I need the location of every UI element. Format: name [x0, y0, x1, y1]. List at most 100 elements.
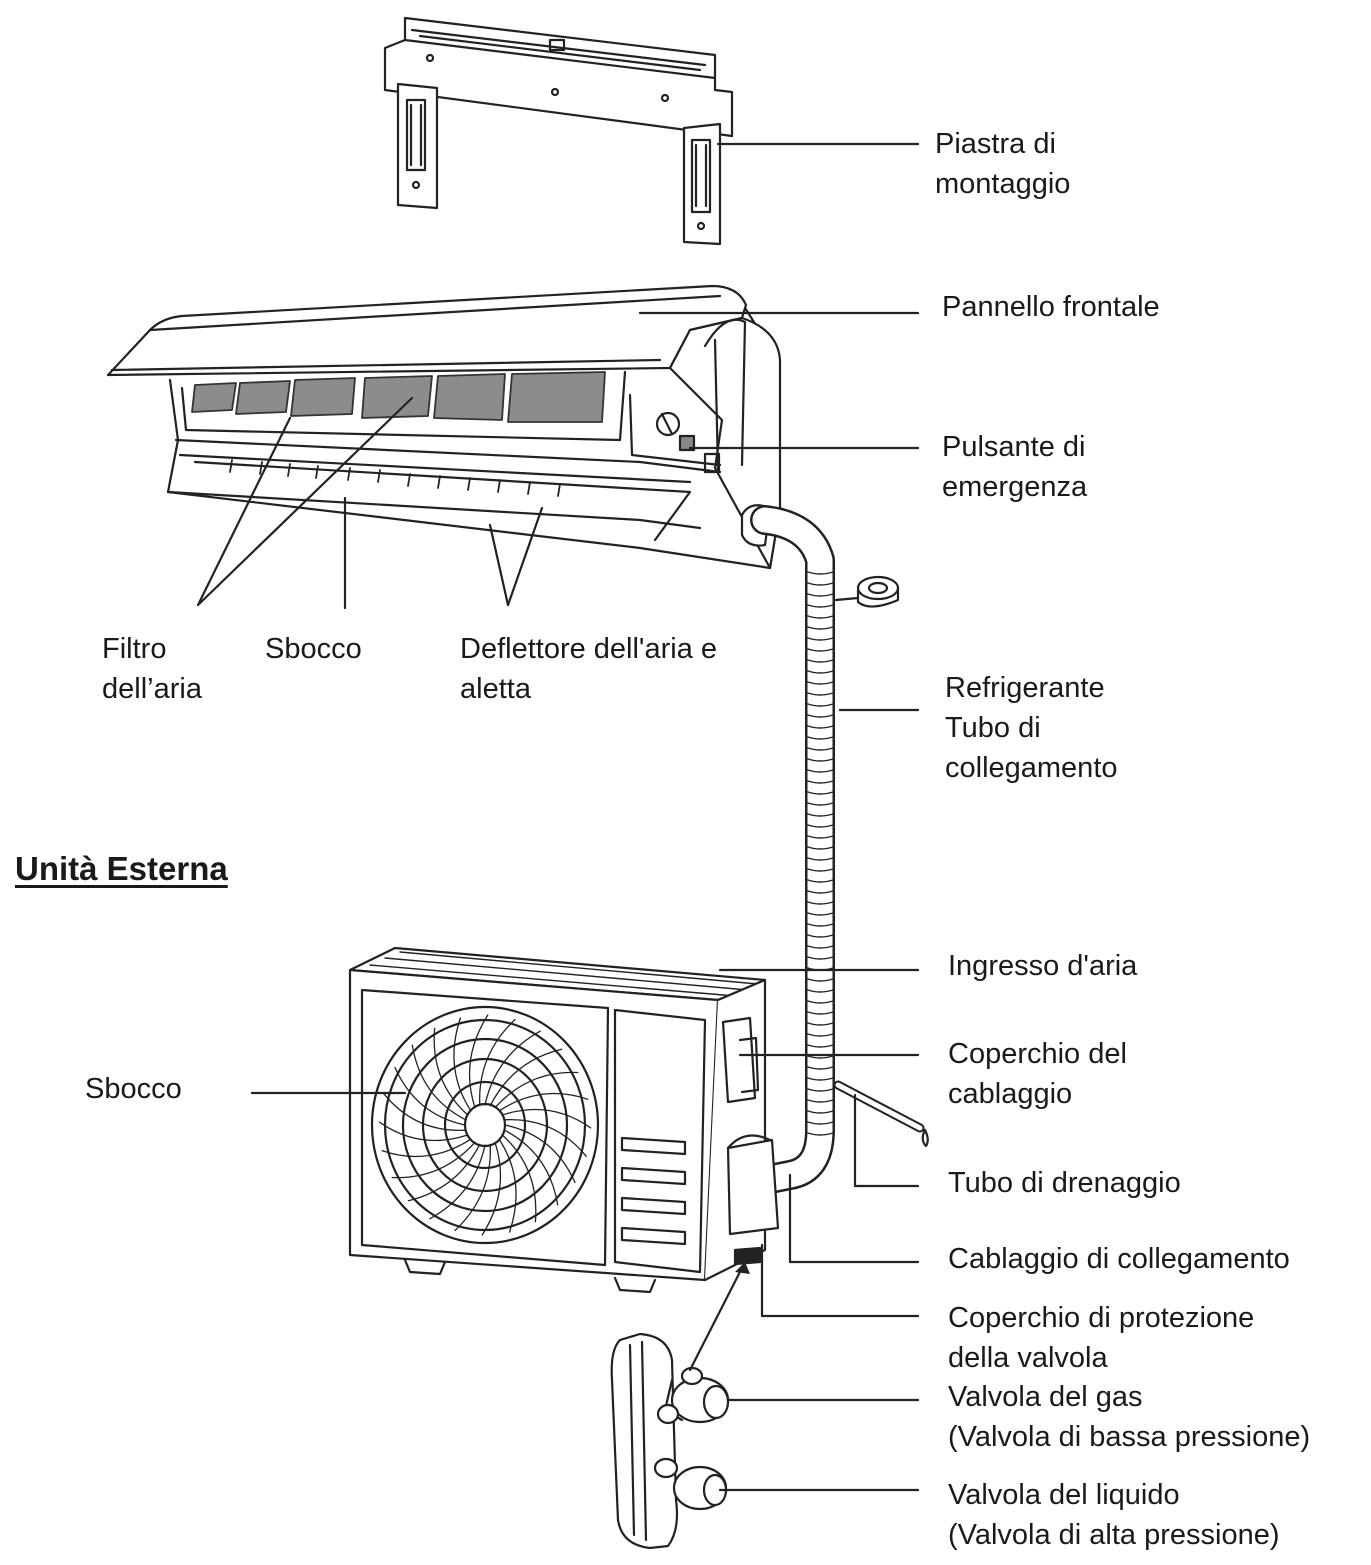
fan-guard-wire — [468, 1014, 489, 1109]
pipe-rib — [807, 1000, 834, 1004]
fan-guard-wire — [504, 1124, 576, 1184]
fan-guard-wire — [479, 1018, 516, 1107]
pipe-rib — [807, 571, 834, 575]
pipe-rib — [807, 637, 834, 641]
pipe-rib — [807, 604, 834, 608]
valve-arrowhead — [735, 1262, 750, 1274]
pipe-rib — [807, 659, 834, 663]
pipe-rib — [807, 681, 834, 685]
label-line: Deflettore dell'aria e — [460, 633, 718, 665]
label-line: Tubo di — [945, 712, 1041, 744]
pipe-rib — [807, 593, 834, 597]
label-line: Ingresso d'aria — [948, 950, 1138, 982]
fan-guard-wire — [484, 1030, 541, 1106]
fan-guard-wire — [453, 1017, 472, 1112]
pipe-rib — [807, 1033, 834, 1037]
fan-guard-wire — [407, 1143, 481, 1202]
label-line: Pulsante di — [942, 431, 1086, 463]
fan-guard-wire — [391, 1141, 476, 1179]
fan-guard-wire — [383, 1093, 467, 1131]
label-line: (Valvola di bassa pressione) — [948, 1421, 1311, 1453]
label-line: (Valvola di alta pressione) — [948, 1519, 1280, 1551]
pipe-rib — [807, 692, 834, 696]
label-line: Coperchio di protezione — [948, 1302, 1255, 1334]
pipe-rib — [807, 1099, 834, 1103]
pipe-rib — [807, 626, 834, 630]
pipe-rib — [807, 978, 834, 982]
pipe-rib — [807, 846, 834, 850]
pipe-rib — [807, 912, 834, 916]
fan-guard-wire — [489, 1048, 563, 1107]
pipe-rib — [807, 780, 834, 784]
label-line: Refrigerante — [945, 672, 1105, 704]
valve-detail — [610, 1332, 730, 1550]
pipe-rib — [807, 615, 834, 619]
label-gas-valve: Valvola del gas (Valvola di bassa pressi… — [948, 1377, 1310, 1457]
pipe-rib — [807, 670, 834, 674]
label-liquid-valve: Valvola del liquido (Valvola di alta pre… — [948, 1475, 1280, 1555]
label-outlet-outdoor: Sbocco — [85, 1069, 182, 1109]
label-line: collegamento — [945, 752, 1118, 784]
label-line: Valvola del gas — [948, 1381, 1143, 1413]
label-line: Cablaggio di collegamento — [948, 1243, 1290, 1275]
pipe-rib — [807, 736, 834, 740]
label-air-filter: Filtro dell’aria — [102, 629, 202, 709]
fan-guard-wire — [494, 1071, 579, 1109]
label-line: emergenza — [942, 471, 1088, 503]
label-line: Coperchio del — [948, 1038, 1127, 1070]
label-air-inlet: Ingresso d'aria — [948, 946, 1137, 986]
fan-guard-wire — [501, 1108, 592, 1129]
mounting-plate — [383, 16, 734, 246]
label-line: dell’aria — [102, 673, 202, 705]
label-line: della valvola — [948, 1342, 1108, 1374]
pipe-rib — [807, 1022, 834, 1026]
pipe-rib — [807, 758, 834, 762]
pipe-rib — [807, 989, 834, 993]
fan-guard-wire — [481, 1141, 502, 1236]
label-line: Sbocco — [265, 633, 362, 665]
pipe-rib — [807, 769, 834, 773]
pipe-rib — [807, 813, 834, 817]
label-front-panel: Pannello frontale — [942, 287, 1160, 327]
fan-guard-wire — [394, 1066, 466, 1126]
fan-guard-wire — [498, 1138, 517, 1233]
pipe-rib — [807, 879, 834, 883]
label-outlet-indoor: Sbocco — [265, 629, 362, 669]
label-line: Pannello frontale — [942, 291, 1160, 323]
pipe-rib — [807, 747, 834, 751]
pipe-rib — [807, 1121, 834, 1125]
fan-guard-wire — [433, 1027, 469, 1116]
refrigerant-pipe — [750, 505, 900, 1195]
pipe-rib — [807, 923, 834, 927]
label-emergency-button: Pulsante di emergenza — [942, 427, 1087, 507]
fan-guard-wire — [411, 1044, 467, 1121]
section-heading: Unità Esterna — [15, 850, 228, 887]
label-drain-pipe: Tubo di drenaggio — [948, 1163, 1181, 1203]
fan-guard-wire — [429, 1144, 486, 1220]
label-wiring-cover: Coperchio del cablaggio — [948, 1034, 1127, 1114]
label-line: aletta — [460, 673, 531, 705]
fan-guard-wire — [454, 1143, 491, 1232]
label-refrigerant-pipe: Refrigerante Tubo di collegamento — [945, 668, 1118, 788]
pipe-rib — [807, 934, 834, 938]
pipe-rib — [807, 714, 834, 718]
pipe-rib — [807, 824, 834, 828]
label-line: Sbocco — [85, 1073, 182, 1105]
pipe-rib — [807, 1088, 834, 1092]
pipe-rib — [807, 901, 834, 905]
label-connection-wiring: Cablaggio di collegamento — [948, 1239, 1290, 1279]
pipe-rib — [807, 1110, 834, 1114]
pipe-rib — [807, 890, 834, 894]
label-line: Filtro — [102, 633, 167, 665]
pipe-rib — [807, 582, 834, 586]
pipe-rib — [807, 1011, 834, 1015]
label-line: Valvola del liquido — [948, 1479, 1180, 1511]
pipe-rib — [807, 1132, 834, 1136]
pipe-rib — [807, 1077, 834, 1081]
label-mounting-plate: Piastra di montaggio — [935, 124, 1070, 204]
fan-guard-wire — [503, 1129, 559, 1206]
pipe-rib — [807, 648, 834, 652]
pipe-rib — [807, 791, 834, 795]
